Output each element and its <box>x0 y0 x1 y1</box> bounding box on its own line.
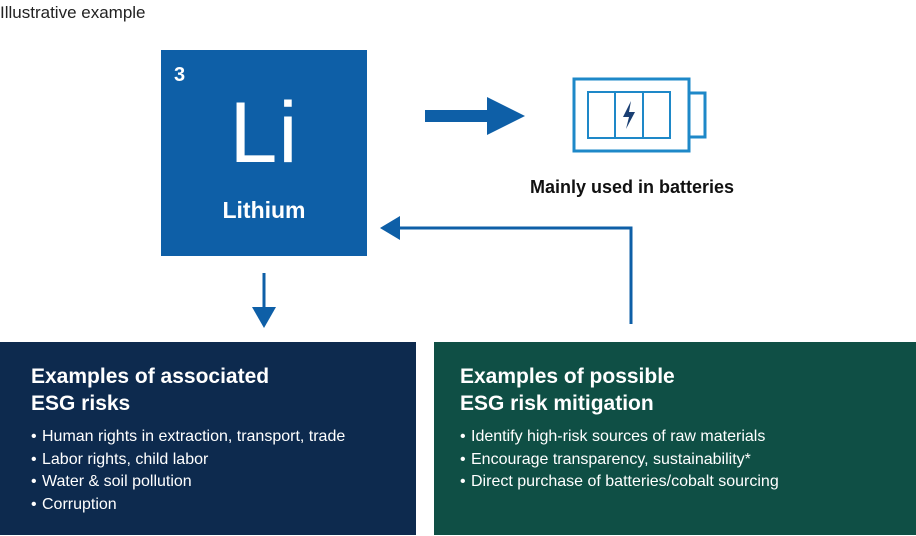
risk-item-text: Water & soil pollution <box>42 473 192 490</box>
list-item: • Encourage transparency, sustainability* <box>460 449 916 472</box>
caption: Illustrative example <box>0 3 146 22</box>
risk-item-text: Labor rights, child labor <box>42 450 209 468</box>
bullet: • <box>31 495 37 513</box>
risks-title-line-2: ESG risks <box>31 392 131 415</box>
mitigation-item-text: Direct purchase of batteries/cobalt sour… <box>471 473 779 490</box>
risks-title-line-1: Examples of associated <box>31 365 270 388</box>
battery-charging-icon <box>572 77 707 153</box>
risks-panel-title: Examples of associated ESG risks <box>31 363 416 417</box>
arrow-down-icon <box>252 273 276 328</box>
mitigation-item-text: Encourage transparency, sustainability* <box>471 450 751 468</box>
mitigation-list: • Identify high-risk sources of raw mater… <box>460 426 916 494</box>
list-item: • Corruption <box>31 494 416 517</box>
mitigation-item-text: Identify high-risk sources of raw materi… <box>471 428 766 445</box>
battery-label: Mainly used in batteries <box>530 177 735 197</box>
bullet: • <box>460 473 466 490</box>
list-item: • Water & soil pollution <box>31 471 416 494</box>
risk-item-text: Human rights in extraction, transport, t… <box>42 428 346 445</box>
risks-list: • Human rights in extraction, transport, … <box>31 426 416 516</box>
arrow-feedback-icon <box>380 216 633 324</box>
mitigation-panel-title: Examples of possible ESG risk mitigation <box>460 363 916 417</box>
element-name: Lithium <box>222 197 306 223</box>
list-item: • Labor rights, child labor <box>31 449 416 472</box>
bullet: • <box>460 428 466 445</box>
bullet: • <box>31 473 37 490</box>
lithium-element-tile: 3 Li Lithium <box>161 50 367 256</box>
list-item: • Identify high-risk sources of raw mater… <box>460 426 916 449</box>
bullet: • <box>31 450 37 468</box>
mitigation-panel: Examples of possible ESG risk mitigation… <box>434 342 916 535</box>
mitigation-title-line-1: Examples of possible <box>460 365 675 388</box>
risk-item-text: Corruption <box>42 495 117 513</box>
bullet: • <box>31 428 37 445</box>
atomic-number: 3 <box>174 64 186 86</box>
mitigation-title-line-2: ESG risk mitigation <box>460 392 654 415</box>
element-symbol: Li <box>229 85 299 181</box>
risks-panel: Examples of associated ESG risks • Human … <box>0 342 416 535</box>
arrow-to-battery-icon <box>425 97 525 135</box>
list-item: • Direct purchase of batteries/cobalt sou… <box>460 471 916 494</box>
list-item: • Human rights in extraction, transport, … <box>31 426 416 449</box>
bullet: • <box>460 450 466 468</box>
